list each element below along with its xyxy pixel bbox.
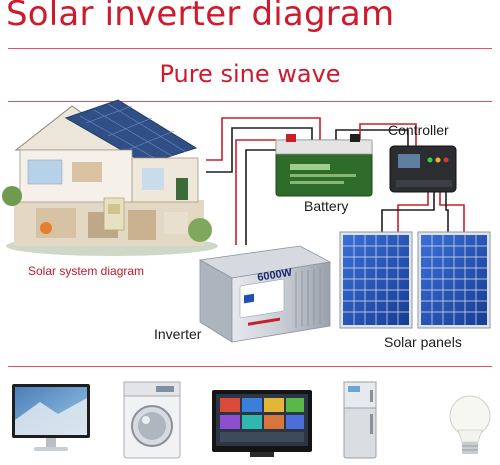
solar-panels-label: Solar panels [384,334,462,350]
wire-controller-panel1-positive [397,192,429,232]
solar-panel-left [339,231,413,329]
wire-battery-controller-positive [359,123,417,150]
battery-label: Battery [304,198,349,214]
inverter-illustration [198,245,332,343]
light-bulb-icon [449,395,491,454]
refrigerator-icon [343,381,377,459]
controller-illustration [389,145,457,193]
wire-house-battery-positive [206,117,321,161]
television-icon [212,390,312,457]
title-divider [8,48,492,49]
washing-machine-icon [123,381,181,459]
wire-inverter-battery-positive [235,139,276,245]
subtitle-divider [8,101,492,102]
wire-controller-panel1-negative [381,192,435,232]
wire-controller-panel2-positive [439,192,465,232]
page-title: Solar inverter diagram [6,0,395,34]
wire-house-battery-negative [206,127,313,173]
appliance-divider [8,366,492,367]
inverter-rating: 6000W [257,267,294,284]
wire-controller-panel2-negative [445,192,449,232]
controller-label: Controller [388,122,449,138]
wire-battery-controller-negative [335,129,409,150]
wiring [206,117,465,245]
inverter-label: Inverter [154,326,202,342]
house-illustration [2,99,218,256]
monitor-icon [12,384,90,451]
solar-panel-right [417,231,491,329]
wire-inverter-battery-negative [245,149,276,245]
battery-illustration [275,134,373,197]
page-subtitle: Pure sine wave [159,60,341,88]
solar-system-label: Solar system diagram [28,264,145,278]
